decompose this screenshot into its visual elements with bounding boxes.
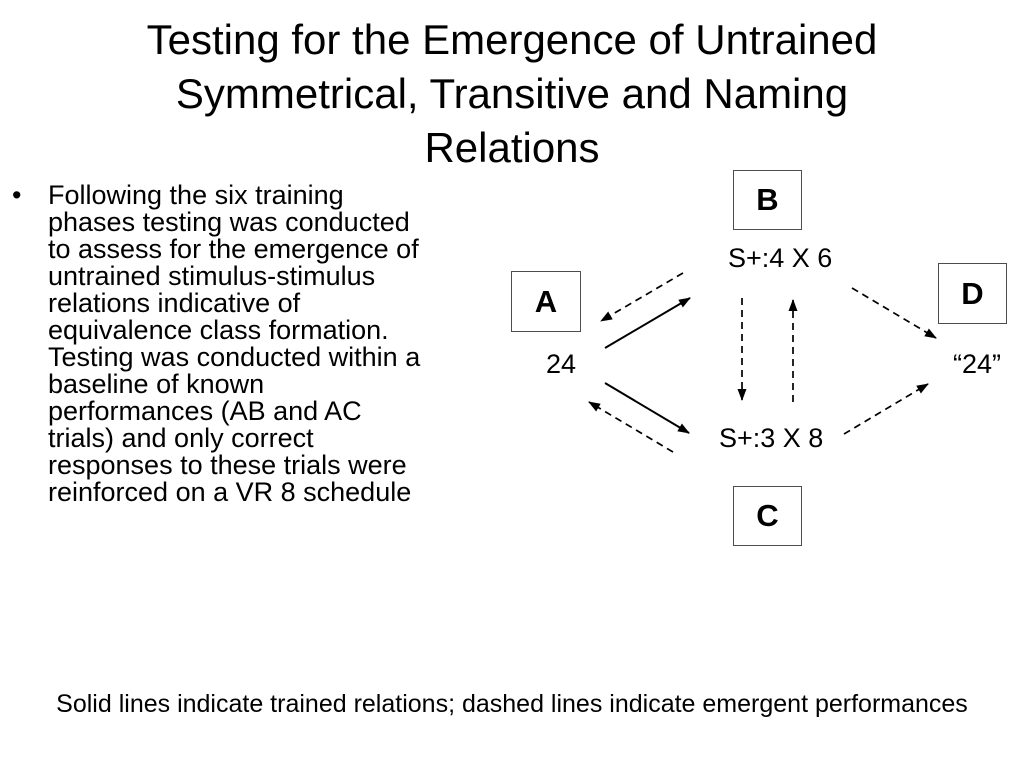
stimulus-box-d: D bbox=[938, 263, 1007, 324]
stimulus-box-b-letter: B bbox=[756, 182, 779, 217]
stimulus-box-a-letter: A bbox=[534, 283, 558, 319]
stimulus-box-c: C bbox=[733, 486, 802, 546]
arrow-b-to-a-dashed bbox=[600, 272, 684, 322]
stimulus-label-a: 24 bbox=[546, 349, 577, 379]
bullet-marker: • bbox=[12, 180, 22, 210]
stimulus-label-b: S+:4 X 6 bbox=[728, 243, 833, 273]
arrow-a-to-c-solid bbox=[604, 382, 690, 434]
stimulus-box-b: B bbox=[733, 170, 802, 230]
arrow-c-to-d-dashed bbox=[843, 383, 929, 435]
legend-caption: Solid lines indicate trained relations; … bbox=[56, 690, 968, 718]
arrow-b-to-d-dashed bbox=[851, 287, 937, 339]
stimulus-label-c: S+:3 X 8 bbox=[719, 423, 824, 453]
slide-title: Testing for the Emergence of Untrained S… bbox=[146, 16, 878, 171]
arrow-a-to-b-solid bbox=[604, 297, 691, 349]
arrow-c-to-a-dashed bbox=[588, 401, 674, 453]
stimulus-box-c-letter: C bbox=[756, 498, 779, 533]
stimulus-label-d: “24” bbox=[953, 349, 1002, 379]
bullet-paragraph: Following the six training phases testin… bbox=[48, 180, 421, 507]
stimulus-box-d-letter: D bbox=[961, 275, 984, 311]
stimulus-box-a: A bbox=[511, 271, 581, 332]
